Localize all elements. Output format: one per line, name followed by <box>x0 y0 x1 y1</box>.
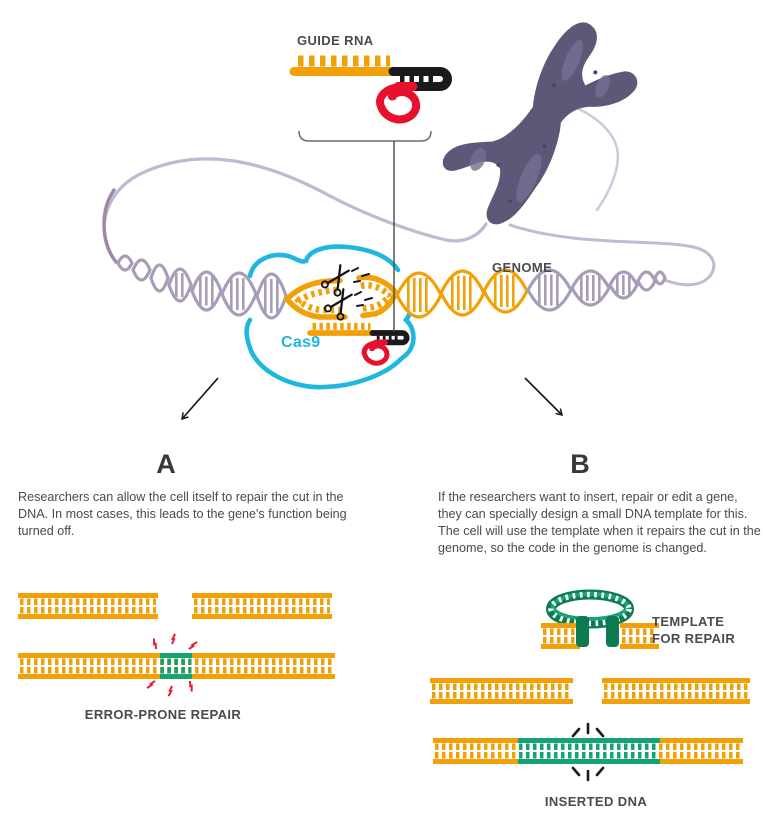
genome-label: GENOME <box>492 260 553 275</box>
scissors-icon <box>320 264 350 297</box>
error-prone-repair-caption: ERROR-PRONE REPAIR <box>84 707 242 722</box>
genome-helix <box>116 254 667 320</box>
cut-dna-diagram-b <box>430 678 750 704</box>
branch-b-paragraph: If the researchers want to insert, repai… <box>438 490 761 555</box>
cut-dna-diagram-a <box>18 593 332 619</box>
template-dna-arms <box>541 616 659 649</box>
cut-marks-top <box>351 267 370 283</box>
sparkle-marks-icon <box>571 722 605 782</box>
guide-rna-molecule <box>294 61 448 119</box>
repaired-dna-diagram-a <box>18 653 335 679</box>
inserted-dna-diagram-b <box>433 738 743 764</box>
template-for-repair-caption-line1: TEMPLATE <box>652 614 725 629</box>
branch-a-letter: A <box>156 449 176 479</box>
branch-arrow-b <box>524 377 562 415</box>
dna-strand-curves <box>102 106 716 287</box>
guide-rna-in-cloud <box>310 326 407 363</box>
chromosome-icon <box>442 22 638 225</box>
inserted-dna-caption: INSERTED DNA <box>544 794 648 809</box>
guide-rna-label: GUIDE RNA <box>297 33 374 48</box>
cut-marks-bottom <box>354 291 373 307</box>
bracket-pointer <box>298 130 432 332</box>
cas9-cloud-outline <box>244 244 416 390</box>
template-for-repair-caption-line2: FOR REPAIR <box>652 631 736 646</box>
cas9-label: Cas9 <box>281 334 321 351</box>
template-ring-icon <box>546 589 634 629</box>
branch-a-paragraph: Researchers can allow the cell itself to… <box>18 490 347 538</box>
scissors-icon <box>323 288 353 321</box>
branch-b-letter: B <box>570 449 590 479</box>
branch-arrow-a <box>182 377 219 419</box>
